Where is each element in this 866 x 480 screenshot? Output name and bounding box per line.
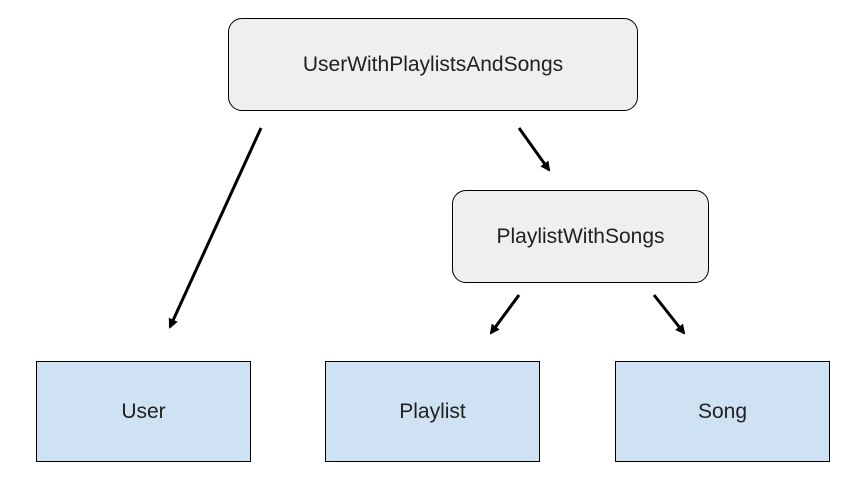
node-label: UserWithPlaylistsAndSongs bbox=[302, 52, 564, 76]
node-label: PlaylistWithSongs bbox=[496, 224, 665, 248]
node-user: User bbox=[36, 361, 251, 462]
arrow-root-to-playlistwithsongs bbox=[517, 127, 551, 172]
arrow-root-to-user bbox=[168, 127, 263, 329]
node-label: User bbox=[121, 399, 166, 423]
node-label: Playlist bbox=[399, 399, 466, 423]
node-playlist: Playlist bbox=[325, 361, 540, 462]
arrow-playlistwithsongs-to-playlist bbox=[489, 294, 521, 335]
node-label: Song bbox=[697, 399, 748, 423]
node-user-with-playlists-and-songs: UserWithPlaylistsAndSongs bbox=[228, 18, 638, 111]
node-song: Song bbox=[615, 361, 830, 462]
node-playlist-with-songs: PlaylistWithSongs bbox=[452, 190, 709, 283]
arrow-playlistwithsongs-to-song bbox=[652, 294, 686, 335]
